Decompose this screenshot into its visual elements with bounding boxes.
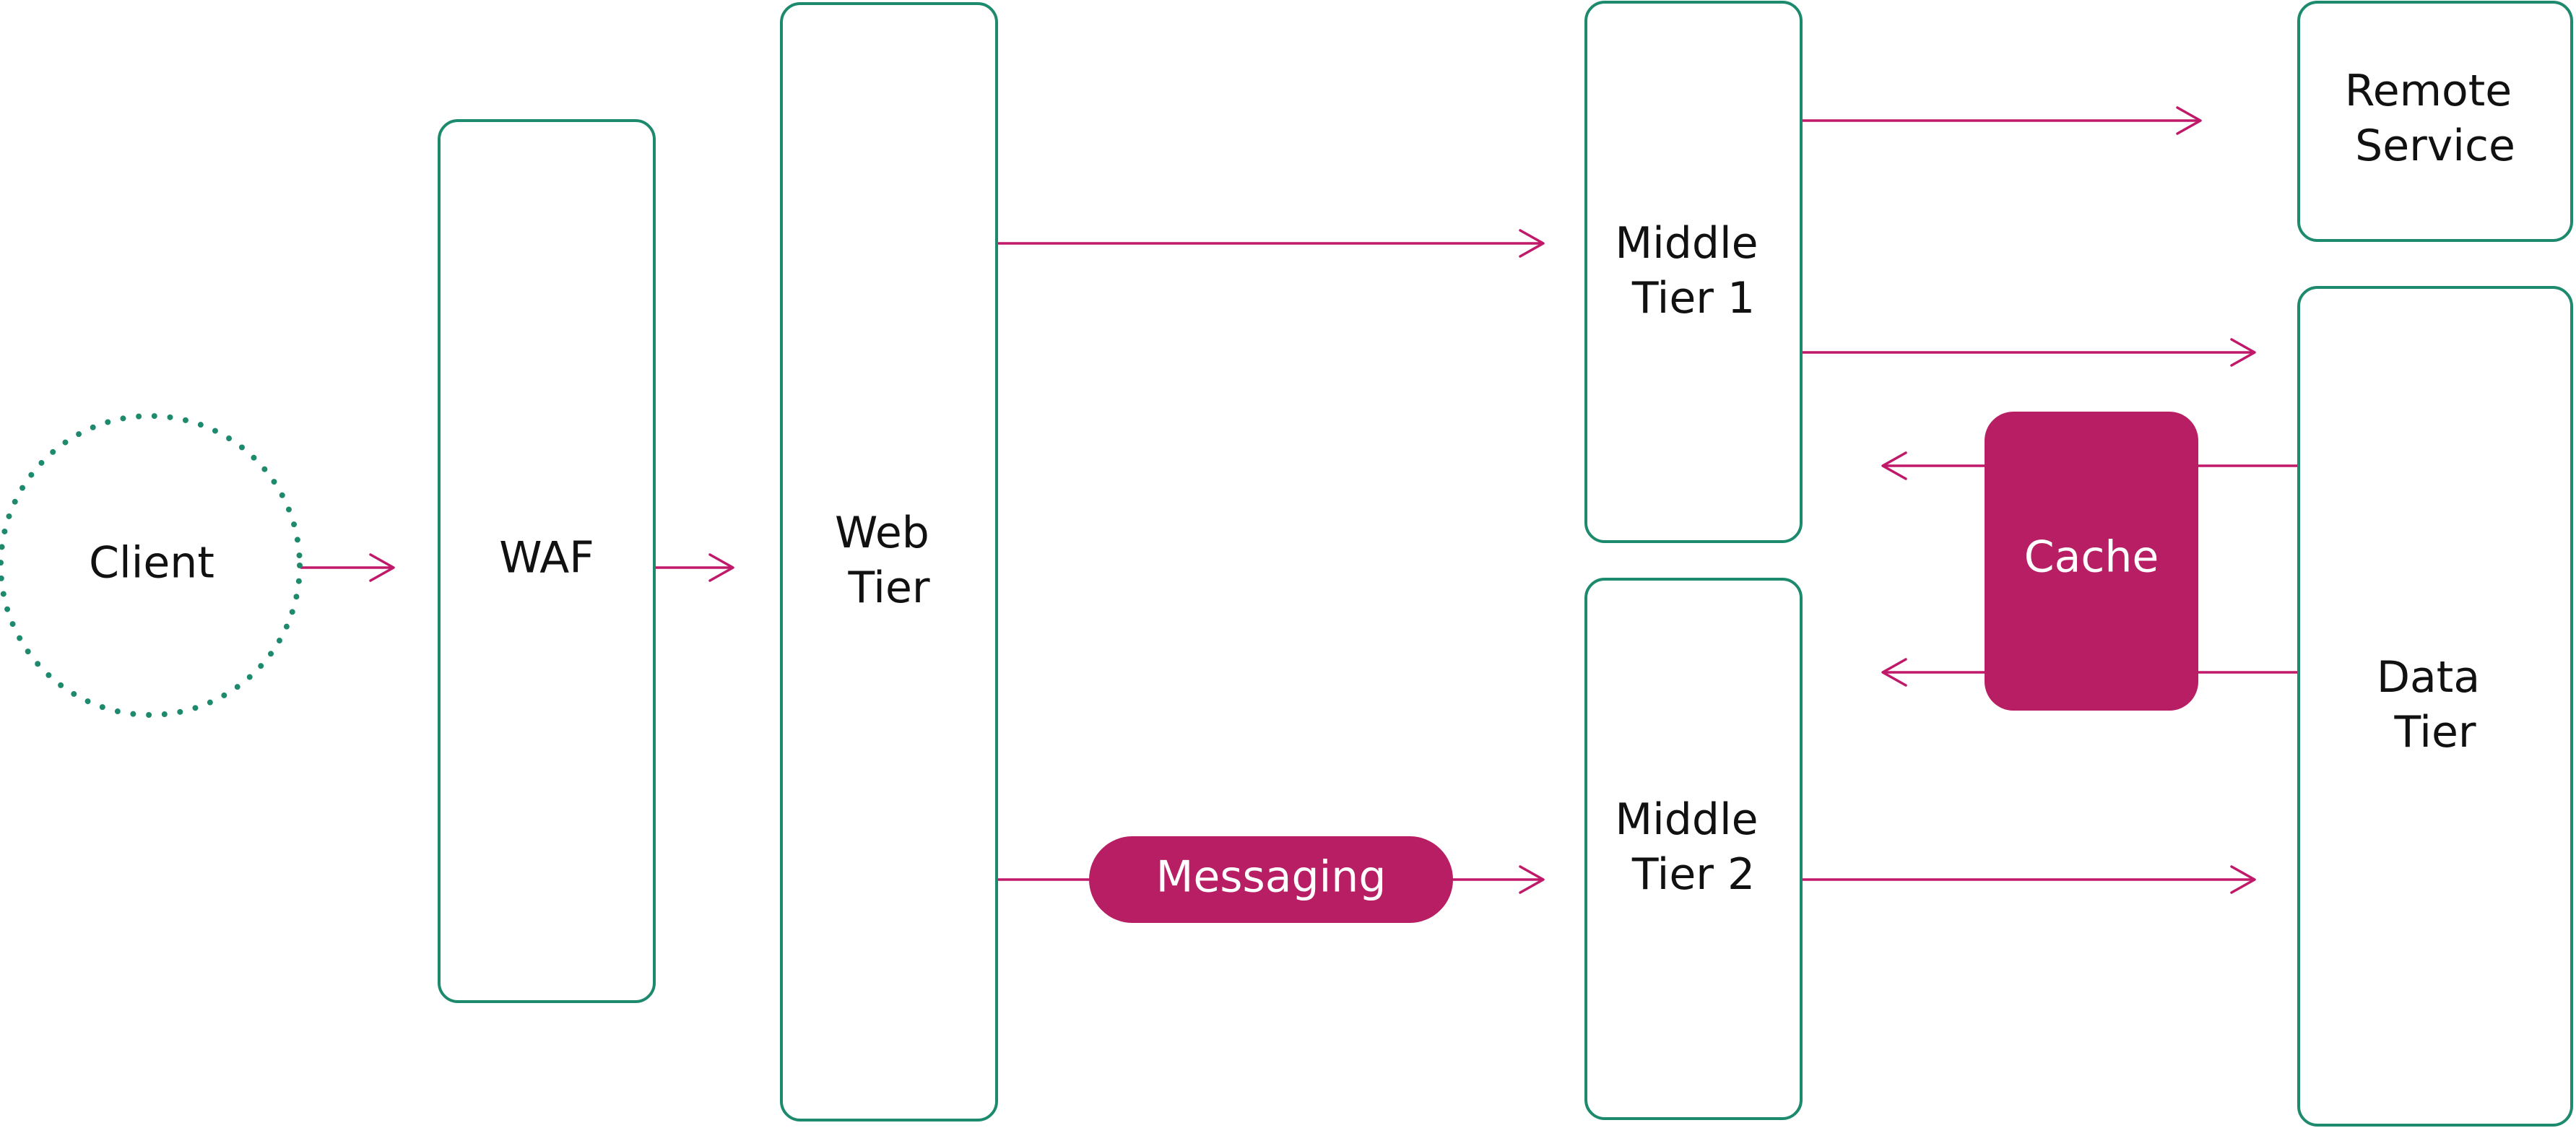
- remote-service-box: [2297, 1, 2573, 242]
- data-tier-node: Data Tier: [2297, 286, 2573, 1127]
- waf-node: WAF: [438, 119, 656, 1003]
- messaging-pill: [1089, 836, 1453, 923]
- arrowhead: [708, 553, 734, 582]
- messaging-label: Messaging: [1156, 852, 1387, 903]
- data-tier-box: [2297, 286, 2573, 1127]
- data-tier-label-line-2: Tier: [2393, 707, 2476, 758]
- arrowhead: [1881, 451, 1907, 480]
- svg-text:Middle Tier 1: Middle Tier 1: [1615, 218, 1771, 324]
- web-tier-label-line-2: Tier: [847, 563, 929, 613]
- remote-service-node: Remote Service: [2297, 1, 2573, 242]
- svg-text:Remote Service: Remote Service: [2345, 66, 2526, 171]
- arrowhead: [2176, 106, 2202, 135]
- web-tier-node: Web Tier: [780, 2, 998, 1122]
- remote-service-label-line-1: Remote: [2345, 66, 2512, 116]
- arrowhead: [1881, 658, 1907, 687]
- middle-tier-1-label-line-1: Middle: [1615, 218, 1758, 269]
- cache-node: Cache: [1985, 412, 2198, 711]
- data-tier-label-line-1: Data: [2377, 652, 2480, 703]
- waf-box: [438, 119, 656, 1003]
- arrowhead: [1519, 865, 1545, 894]
- web-tier-box: [780, 2, 998, 1122]
- connectors: [300, 106, 2299, 894]
- client-label: Client: [89, 538, 214, 589]
- arrowhead: [2230, 865, 2256, 894]
- middle-tier-2-box: [1584, 578, 1803, 1120]
- client-node: Client: [0, 413, 303, 718]
- middle-tier-1-node: Middle Tier 1: [1584, 1, 1803, 543]
- messaging-node: Messaging: [1089, 836, 1453, 923]
- middle-tier-2-label-line-2: Tier 2: [1631, 849, 1755, 900]
- middle-tier-2-label-line-1: Middle: [1615, 794, 1758, 845]
- remote-service-label-line-2: Service: [2355, 121, 2515, 171]
- waf-label: WAF: [499, 533, 594, 583]
- svg-text:Data Tier: Data Tier: [2377, 652, 2494, 758]
- cache-block: [1985, 412, 2198, 711]
- middle-tier-2-node: Middle Tier 2: [1584, 578, 1803, 1120]
- arrowhead: [369, 553, 395, 582]
- svg-text:Web Tier: Web Tier: [835, 508, 943, 613]
- client-dotted-circle: [0, 413, 303, 718]
- middle-tier-1-box: [1584, 1, 1803, 543]
- svg-text:Middle Tier 2: Middle Tier 2: [1615, 794, 1771, 900]
- arrowhead: [2230, 338, 2256, 367]
- web-tier-label-line-1: Web: [835, 508, 929, 558]
- cache-label: Cache: [2024, 532, 2159, 583]
- middle-tier-1-label-line-2: Tier 1: [1631, 273, 1755, 324]
- arrowhead: [1519, 229, 1545, 258]
